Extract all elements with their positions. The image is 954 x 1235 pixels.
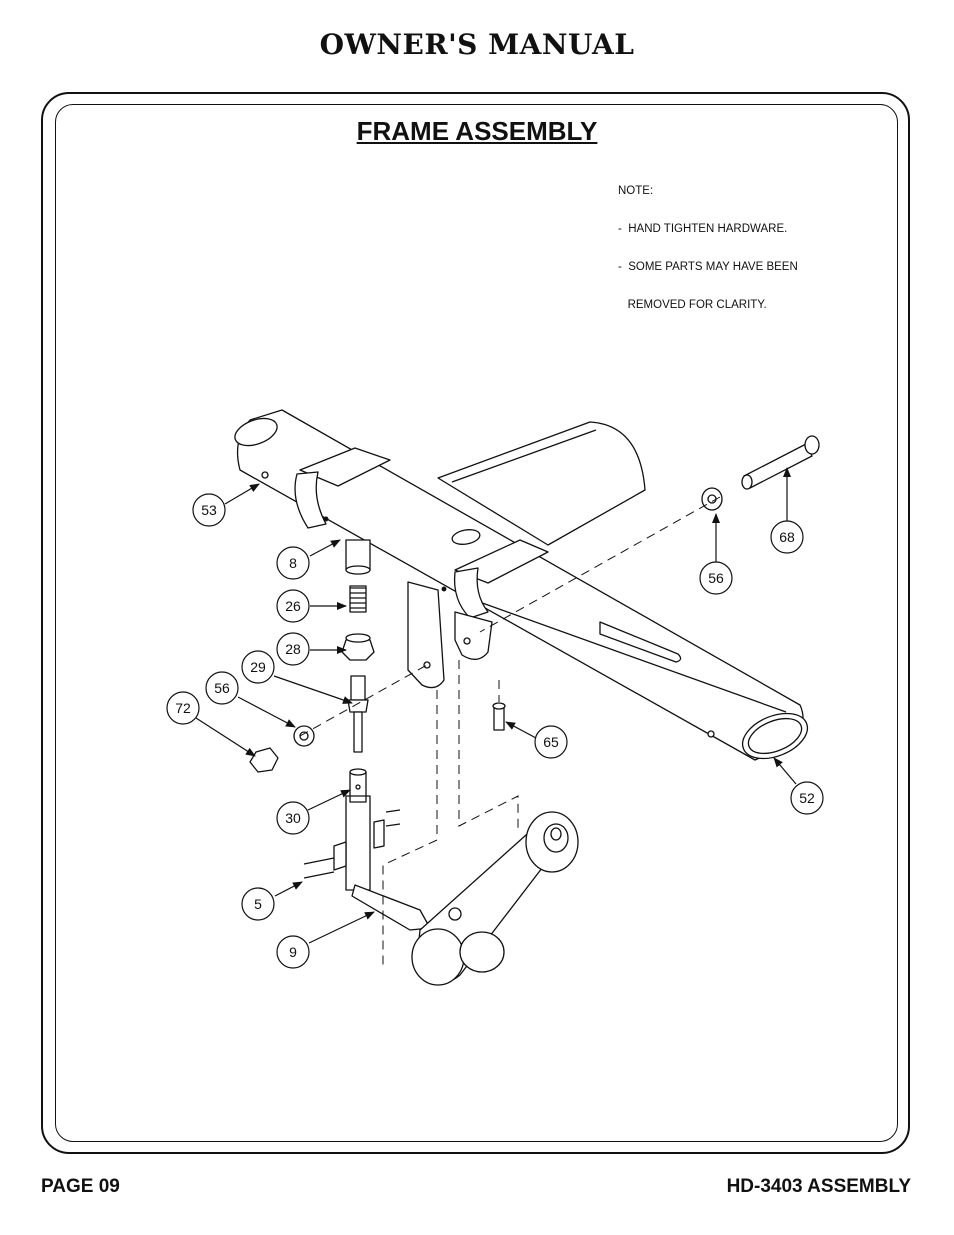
callout-65-label: 65 (543, 734, 559, 750)
rear-support-tube (437, 421, 646, 546)
callout-leaders (195, 467, 797, 944)
callout-65 (534, 725, 568, 759)
assembly-note: NOTE: - HAND TIGHTEN HARDWARE. - SOME PA… (618, 160, 798, 324)
callout-5 (241, 887, 275, 921)
frame-collars (294, 447, 549, 619)
callout-68 (770, 520, 804, 554)
swing-arm (351, 811, 579, 986)
callout-72-label: 72 (175, 700, 191, 716)
model-assembly-label: HD-3403 ASSEMBLY (726, 1176, 911, 1197)
callout-56a (205, 671, 239, 705)
pop-pin-parts (303, 539, 401, 891)
callout-52 (790, 781, 824, 815)
inner-frame (55, 104, 898, 1142)
page-header-title: OWNER'S MANUAL (319, 28, 635, 61)
callout-28-label: 28 (285, 641, 301, 657)
callout-30 (276, 801, 310, 835)
outer-frame (41, 92, 910, 1154)
callout-56b (699, 561, 733, 595)
callout-8-label: 8 (289, 555, 297, 571)
axle-bolt (741, 435, 820, 490)
callout-56b-label: 56 (708, 570, 724, 586)
callout-29-label: 29 (250, 659, 266, 675)
callout-9 (276, 935, 310, 969)
callout-26-label: 26 (285, 598, 301, 614)
bolt-65 (492, 702, 506, 731)
callout-30-label: 30 (285, 810, 301, 826)
main-frame-tube (234, 409, 809, 761)
callout-5-label: 5 (254, 896, 262, 912)
callout-56a-label: 56 (214, 680, 230, 696)
hanging-brackets (407, 581, 493, 689)
note-heading: NOTE: (618, 185, 654, 198)
callout-8 (276, 546, 310, 580)
note-line: - SOME PARTS MAY HAVE BEEN (618, 260, 798, 273)
page-number: PAGE 09 (41, 1176, 120, 1197)
section-title: FRAME ASSEMBLY (356, 116, 598, 146)
callout-52-label: 52 (799, 790, 815, 806)
callout-28 (276, 632, 310, 666)
callout-53-label: 53 (201, 502, 217, 518)
callout-26 (276, 589, 310, 623)
assembly-guide-lines (299, 496, 721, 965)
callout-72 (166, 691, 200, 725)
note-line: REMOVED FOR CLARITY. (618, 298, 767, 311)
callout-9-label: 9 (289, 944, 297, 960)
callout-29 (241, 650, 275, 684)
callout-53 (192, 493, 226, 527)
note-line: - HAND TIGHTEN HARDWARE. (618, 222, 788, 235)
callout-68-label: 68 (779, 529, 795, 545)
